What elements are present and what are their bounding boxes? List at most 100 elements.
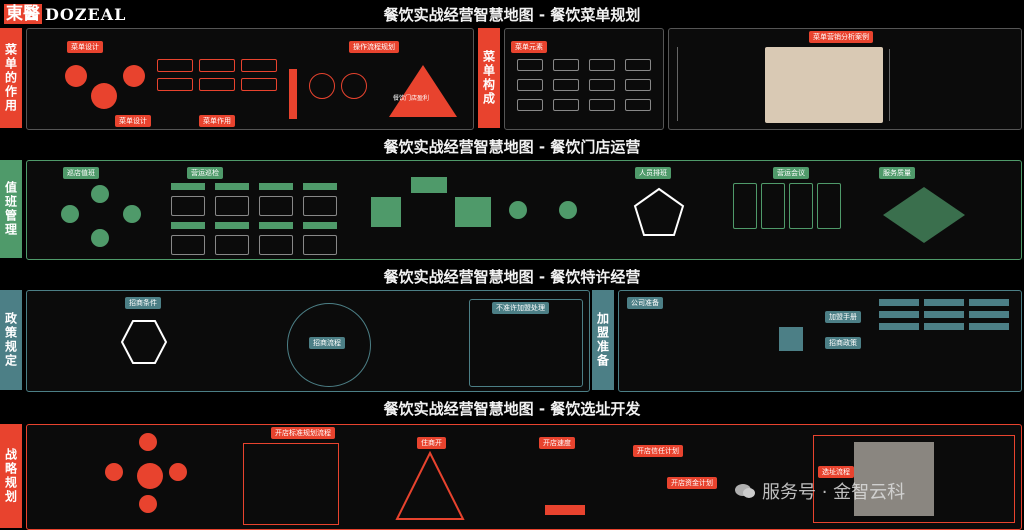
quadrant-diagram-icon	[883, 187, 965, 243]
side-label-menu-structure: 菜单构成	[478, 28, 500, 128]
side-label-join-prep: 加盟准备	[592, 290, 614, 390]
tag-patrol: 巡店值班	[63, 167, 99, 179]
grid-box	[241, 78, 277, 91]
tag-refusal: 不准许加盟处理	[492, 302, 549, 314]
side-label-duty: 值班管理	[0, 160, 22, 258]
menu-structure-panel: 菜单元素	[504, 28, 664, 130]
grid-cell	[879, 323, 919, 330]
grid-box	[625, 79, 651, 91]
case-analysis-block	[889, 49, 1016, 121]
menu-case-panel: 菜单营销分析案例	[668, 28, 1022, 130]
tag-inspection: 营运巡检	[187, 167, 223, 179]
grid-header	[215, 183, 249, 190]
tag-recruit-flow: 招商流程	[309, 337, 345, 349]
refusal-box: 不准许加盟处理	[469, 299, 583, 387]
grid-box	[517, 59, 543, 71]
node-circle	[105, 463, 123, 481]
grid-header	[259, 183, 293, 190]
menu-image	[765, 47, 883, 123]
policy-panel: 招商条件 招商流程 不准许加盟处理	[26, 290, 590, 392]
join-prep-panel: 公司准备 加盟手册 招商政策	[618, 290, 1022, 392]
tag-staffing: 人员排班	[635, 167, 671, 179]
grid-box	[553, 79, 579, 91]
grid-box	[171, 235, 205, 255]
node-circle	[341, 73, 367, 99]
tag-recruit-policy: 招商政策	[825, 337, 861, 349]
grid-box	[517, 79, 543, 91]
grid-box	[553, 59, 579, 71]
column-box	[817, 183, 841, 229]
triangle-label: 餐饮门店盈利	[393, 95, 430, 102]
tag-recruit-condition: 招商条件	[125, 297, 161, 309]
grid-header	[215, 222, 249, 229]
node-circle	[137, 463, 163, 489]
tag-menu-case: 菜单营销分析案例	[809, 31, 873, 43]
tag-site-flow: 选址流程	[818, 466, 854, 478]
grid-box	[215, 196, 249, 216]
grid-box	[199, 78, 235, 91]
grid-header	[259, 222, 293, 229]
grid-box	[589, 99, 615, 111]
speed-bar	[545, 505, 585, 515]
grid-box	[553, 99, 579, 111]
node-circle	[509, 201, 527, 219]
wechat-icon	[735, 484, 755, 498]
node-circle	[91, 229, 109, 247]
tag-menu-element: 菜单元素	[511, 41, 547, 53]
case-text-block	[677, 47, 758, 121]
meeting-columns	[733, 183, 841, 229]
section-title-site: 餐饮实战经营智慧地图 - 餐饮选址开发	[383, 400, 641, 418]
grid-cell	[879, 311, 919, 318]
node-circle	[65, 65, 87, 87]
hub-block	[779, 327, 803, 351]
node-circle	[139, 433, 157, 451]
column-box	[733, 183, 757, 229]
grid-box	[157, 78, 193, 91]
grid-cell	[879, 299, 919, 306]
node-circle	[309, 73, 335, 99]
hexagon-icon	[121, 320, 167, 364]
grid-box	[303, 196, 337, 216]
tag-join-manual: 加盟手册	[825, 311, 861, 323]
grid-box	[259, 196, 293, 216]
section-title-menu: 餐饮实战经营智慧地图 - 餐饮菜单规划	[383, 6, 641, 24]
operation-panel: 巡店值班 营运巡检 人员排班 营运会议 服务质量	[26, 160, 1022, 260]
column-box	[789, 183, 813, 229]
grid-box	[171, 196, 205, 216]
grid-cell	[924, 323, 964, 330]
process-block	[455, 197, 491, 227]
menu-function-panel: 菜单设计 菜单设计 菜单作用 操作流程规划 餐饮门店盈利	[26, 28, 474, 130]
join-detail-grid	[879, 299, 1009, 330]
grid-box	[625, 99, 651, 111]
vertical-bar	[289, 69, 297, 119]
grid-cell	[924, 311, 964, 318]
grid-box	[517, 99, 543, 111]
grid-header	[303, 183, 337, 190]
grid-box	[625, 59, 651, 71]
flow-cycle	[287, 303, 371, 387]
profit-triangle-icon	[389, 65, 457, 117]
side-label-menu-function: 菜单的作用	[0, 28, 22, 128]
brand-logo: 東醫 DOZEAL	[4, 3, 140, 25]
grid-header	[303, 222, 337, 229]
tag-operation-flow: 操作流程规划	[349, 41, 399, 53]
tag-menu-design: 菜单设计	[67, 41, 103, 53]
tag-store-speed: 开店速度	[539, 437, 575, 449]
node-circle	[61, 205, 79, 223]
grid-box	[199, 59, 235, 72]
tag-store-flow: 开店标准规划流程	[271, 427, 335, 439]
site-photo-frame: 选址流程	[813, 435, 1015, 523]
tag-company-prep: 公司准备	[627, 297, 663, 309]
grid-box	[589, 59, 615, 71]
grid-header	[171, 183, 205, 190]
watermark-text: 服务号 · 金智云科	[762, 482, 906, 503]
grid-box	[215, 235, 249, 255]
grid-cell	[924, 299, 964, 306]
grid-cell	[969, 323, 1009, 330]
column-box	[761, 183, 785, 229]
side-label-policy: 政策规定	[0, 290, 22, 390]
grid-box	[589, 79, 615, 91]
tag-menu-design-2: 菜单设计	[115, 115, 151, 127]
node-circle	[91, 83, 117, 109]
menu-role-grid	[157, 59, 277, 91]
